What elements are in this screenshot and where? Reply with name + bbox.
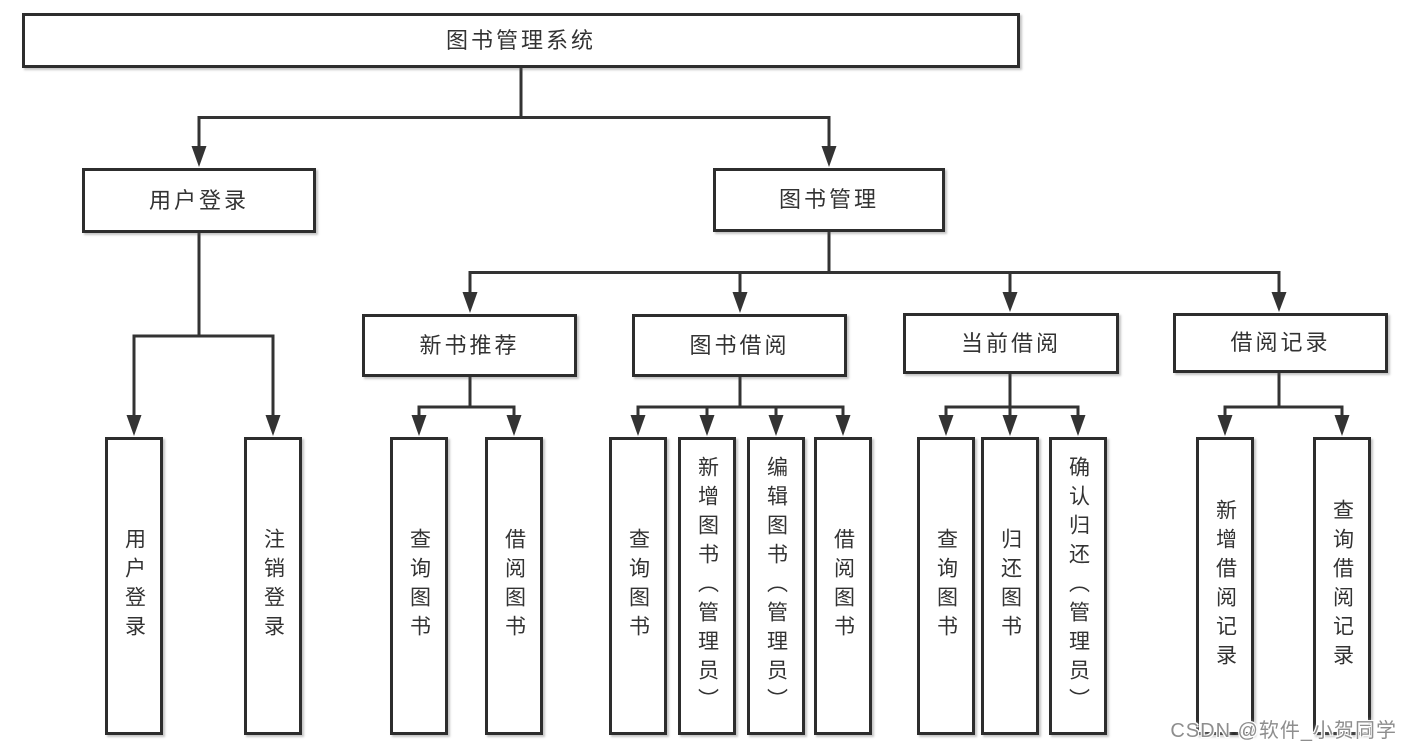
node-book-borrow: 图书借阅 [632,314,847,377]
leaf-query-book-3-label: 查询图书 [934,528,958,644]
leaf-edit-book-admin: 编辑图书（管理员） [747,437,805,735]
node-current-borrow: 当前借阅 [903,313,1119,374]
node-user-login: 用户登录 [82,168,316,233]
connector-root [197,68,831,147]
leaf-logout-label: 注销登录 [261,528,285,644]
leaf-add-book-admin: 新增图书（管理员） [678,437,736,735]
arrowhead-down-icon [835,415,851,436]
node-new-book-recommend-label: 新书推荐 [419,332,520,358]
arrowhead-down-icon [126,415,142,436]
arrowhead-down-icon [1334,415,1350,436]
leaf-query-book-1-label: 查询图书 [407,528,431,644]
leaf-add-book-admin-label: 新增图书（管理员） [695,455,719,717]
arrowhead-down-icon [1002,415,1018,436]
leaf-add-borrow-record: 新增借阅记录 [1196,437,1254,735]
node-new-book-recommend: 新书推荐 [362,314,577,377]
leaf-borrow-book-2: 借阅图书 [814,437,872,735]
connector-new-book-recommend [417,376,516,416]
connector-book-borrow [636,376,845,416]
leaf-add-borrow-record-label: 新增借阅记录 [1213,499,1237,673]
leaf-confirm-return-admin: 确认归还（管理员） [1049,437,1107,735]
arrowhead-down-icon [1070,415,1086,436]
leaf-confirm-return-admin-label: 确认归还（管理员） [1066,455,1090,717]
leaf-edit-book-admin-label: 编辑图书（管理员） [764,455,788,717]
connector-book-management [468,231,1281,293]
arrowhead-down-icon [265,415,281,436]
node-book-borrow-label: 图书借阅 [689,332,790,358]
node-user-login-label: 用户登录 [148,187,249,213]
node-current-borrow-label: 当前借阅 [960,330,1061,356]
leaf-user-login: 用户登录 [105,437,163,735]
node-book-management: 图书管理 [713,168,945,232]
node-root: 图书管理系统 [22,13,1020,68]
leaf-user-login-label: 用户登录 [122,528,146,644]
watermark: CSDN @软件_小贺同学 [1170,720,1397,742]
leaf-logout: 注销登录 [244,437,302,735]
arrowhead-down-icon [938,415,954,436]
arrowhead-down-icon [462,292,478,313]
leaf-borrow-book-1: 借阅图书 [485,437,543,735]
arrowhead-down-icon [821,146,837,167]
arrowhead-down-icon [699,415,715,436]
leaf-borrow-book-2-label: 借阅图书 [831,528,855,644]
node-borrow-records: 借阅记录 [1173,313,1388,373]
leaf-return-book: 归还图书 [981,437,1039,735]
node-borrow-records-label: 借阅记录 [1230,330,1331,355]
node-book-management-label: 图书管理 [778,187,879,212]
connector-user-login [132,232,275,416]
connector-current-borrow [944,373,1080,416]
arrowhead-down-icon [411,415,427,436]
leaf-query-book-3: 查询图书 [917,437,975,735]
arrowhead-down-icon [768,415,784,436]
arrowhead-down-icon [1271,292,1287,312]
arrowhead-down-icon [1002,292,1018,312]
leaf-query-book-2-label: 查询图书 [626,528,650,644]
leaf-query-book-1: 查询图书 [390,437,448,735]
node-root-label: 图书管理系统 [445,27,596,53]
connector-borrow-records [1223,372,1344,416]
leaf-query-borrow-record: 查询借阅记录 [1313,437,1371,735]
arrowhead-down-icon [1217,415,1233,436]
leaf-query-book-2: 查询图书 [609,437,667,735]
arrowhead-down-icon [630,415,646,436]
leaf-query-borrow-record-label: 查询借阅记录 [1330,499,1354,673]
arrowhead-down-icon [732,292,748,313]
arrowhead-down-icon [506,415,522,436]
leaf-return-book-label: 归还图书 [998,528,1022,644]
arrowhead-down-icon [191,146,207,167]
leaf-borrow-book-1-label: 借阅图书 [502,528,526,644]
